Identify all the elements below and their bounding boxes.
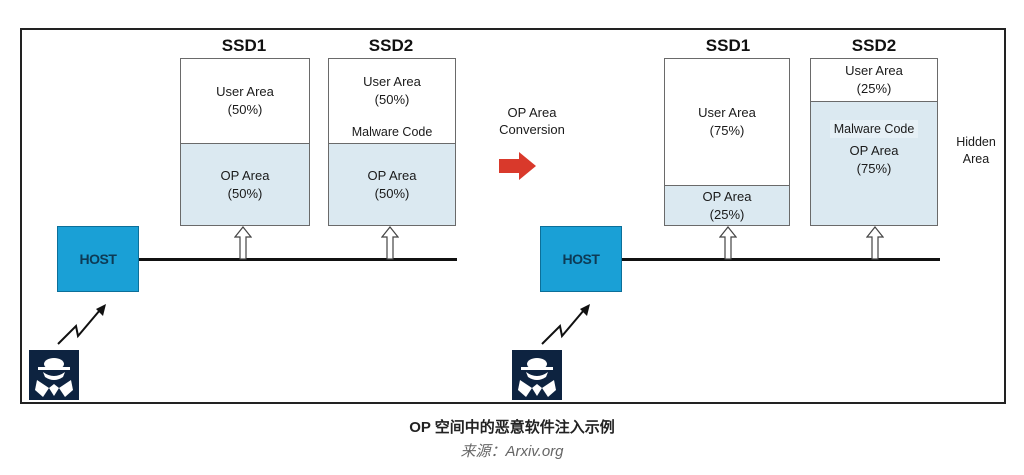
left-ssd1-user-area: User Area (50%) <box>216 84 274 117</box>
left-ssd2: User Area (50%) Malware Code OP Area (50… <box>328 58 456 226</box>
right-ssd2: User Area (25%) Malware Code OP Area (75… <box>810 58 938 226</box>
right-host: HOST <box>540 226 622 292</box>
conversion-label: OP Area Conversion <box>499 105 565 137</box>
right-ssd2-op-area: Malware Code OP Area (75%) <box>811 101 937 225</box>
right-ssd2-user-area: User Area (25%) <box>845 63 903 96</box>
hacker-icon <box>29 350 79 400</box>
right-ssd2-malware-code: Malware Code <box>829 120 919 138</box>
left-ssd1-op-area: OP Area (50%) <box>181 143 309 225</box>
right-bus <box>622 258 940 261</box>
left-host: HOST <box>57 226 139 292</box>
up-arrow-icon <box>381 226 399 260</box>
right-ssd1: User Area (75%) OP Area (25%) <box>664 58 790 226</box>
left-ssd2-op-area: OP Area (50%) <box>329 143 455 225</box>
right-ssd1-user-area: User Area (75%) <box>698 105 756 138</box>
up-arrow-icon <box>719 226 737 260</box>
right-ssd2-title: SSD2 <box>851 36 897 55</box>
hidden-area-label: Hidden Area <box>956 135 996 166</box>
left-ssd2-malware-code: Malware Code <box>351 125 433 139</box>
left-ssd2-title: SSD2 <box>368 36 414 55</box>
left-bus <box>139 258 457 261</box>
left-ssd2-user-area: User Area (50%) <box>363 74 421 107</box>
up-arrow-icon <box>234 226 252 260</box>
left-ssd1: User Area (50%) OP Area (50%) <box>180 58 310 226</box>
figure-caption: OP 空间中的恶意软件注入示例 <box>409 419 615 436</box>
lightning-icon <box>541 304 590 345</box>
hacker-icon <box>512 350 562 400</box>
figure-source: 来源：Arxiv.org <box>460 443 564 460</box>
up-arrow-icon <box>866 226 884 260</box>
lightning-icon <box>57 304 106 345</box>
right-ssd1-op-area: OP Area (25%) <box>665 185 789 225</box>
right-ssd1-title: SSD1 <box>705 36 751 55</box>
left-ssd1-title: SSD1 <box>221 36 267 55</box>
right-arrow-icon <box>499 152 536 180</box>
